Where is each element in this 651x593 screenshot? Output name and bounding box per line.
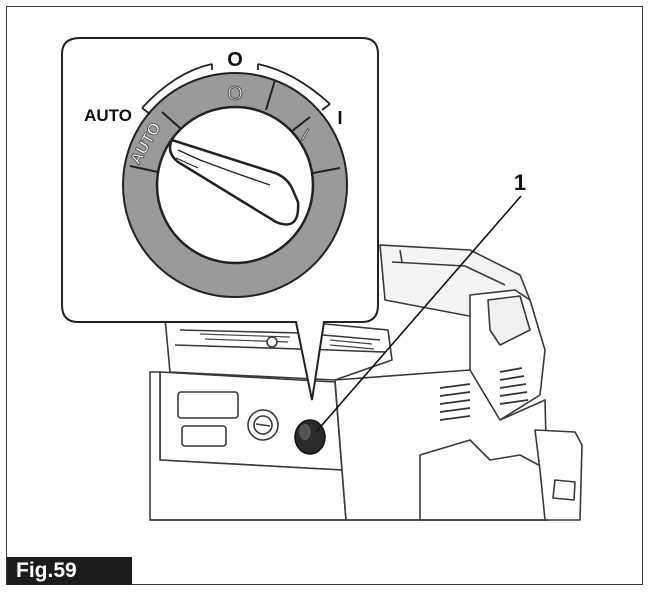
callout-number: 1 <box>514 170 526 195</box>
machine-body <box>149 244 583 521</box>
dial-label-auto: AUTO <box>84 106 132 125</box>
dial-label-on: I <box>337 108 342 128</box>
mode-switch-knob <box>294 419 326 455</box>
callout-leader-line <box>315 195 522 433</box>
segment-label-off: O <box>227 83 243 105</box>
position-brackets <box>141 63 331 115</box>
figure-label: Fig.59 <box>7 557 132 585</box>
mode-dial <box>122 72 348 298</box>
dial-label-off: O <box>227 49 243 71</box>
